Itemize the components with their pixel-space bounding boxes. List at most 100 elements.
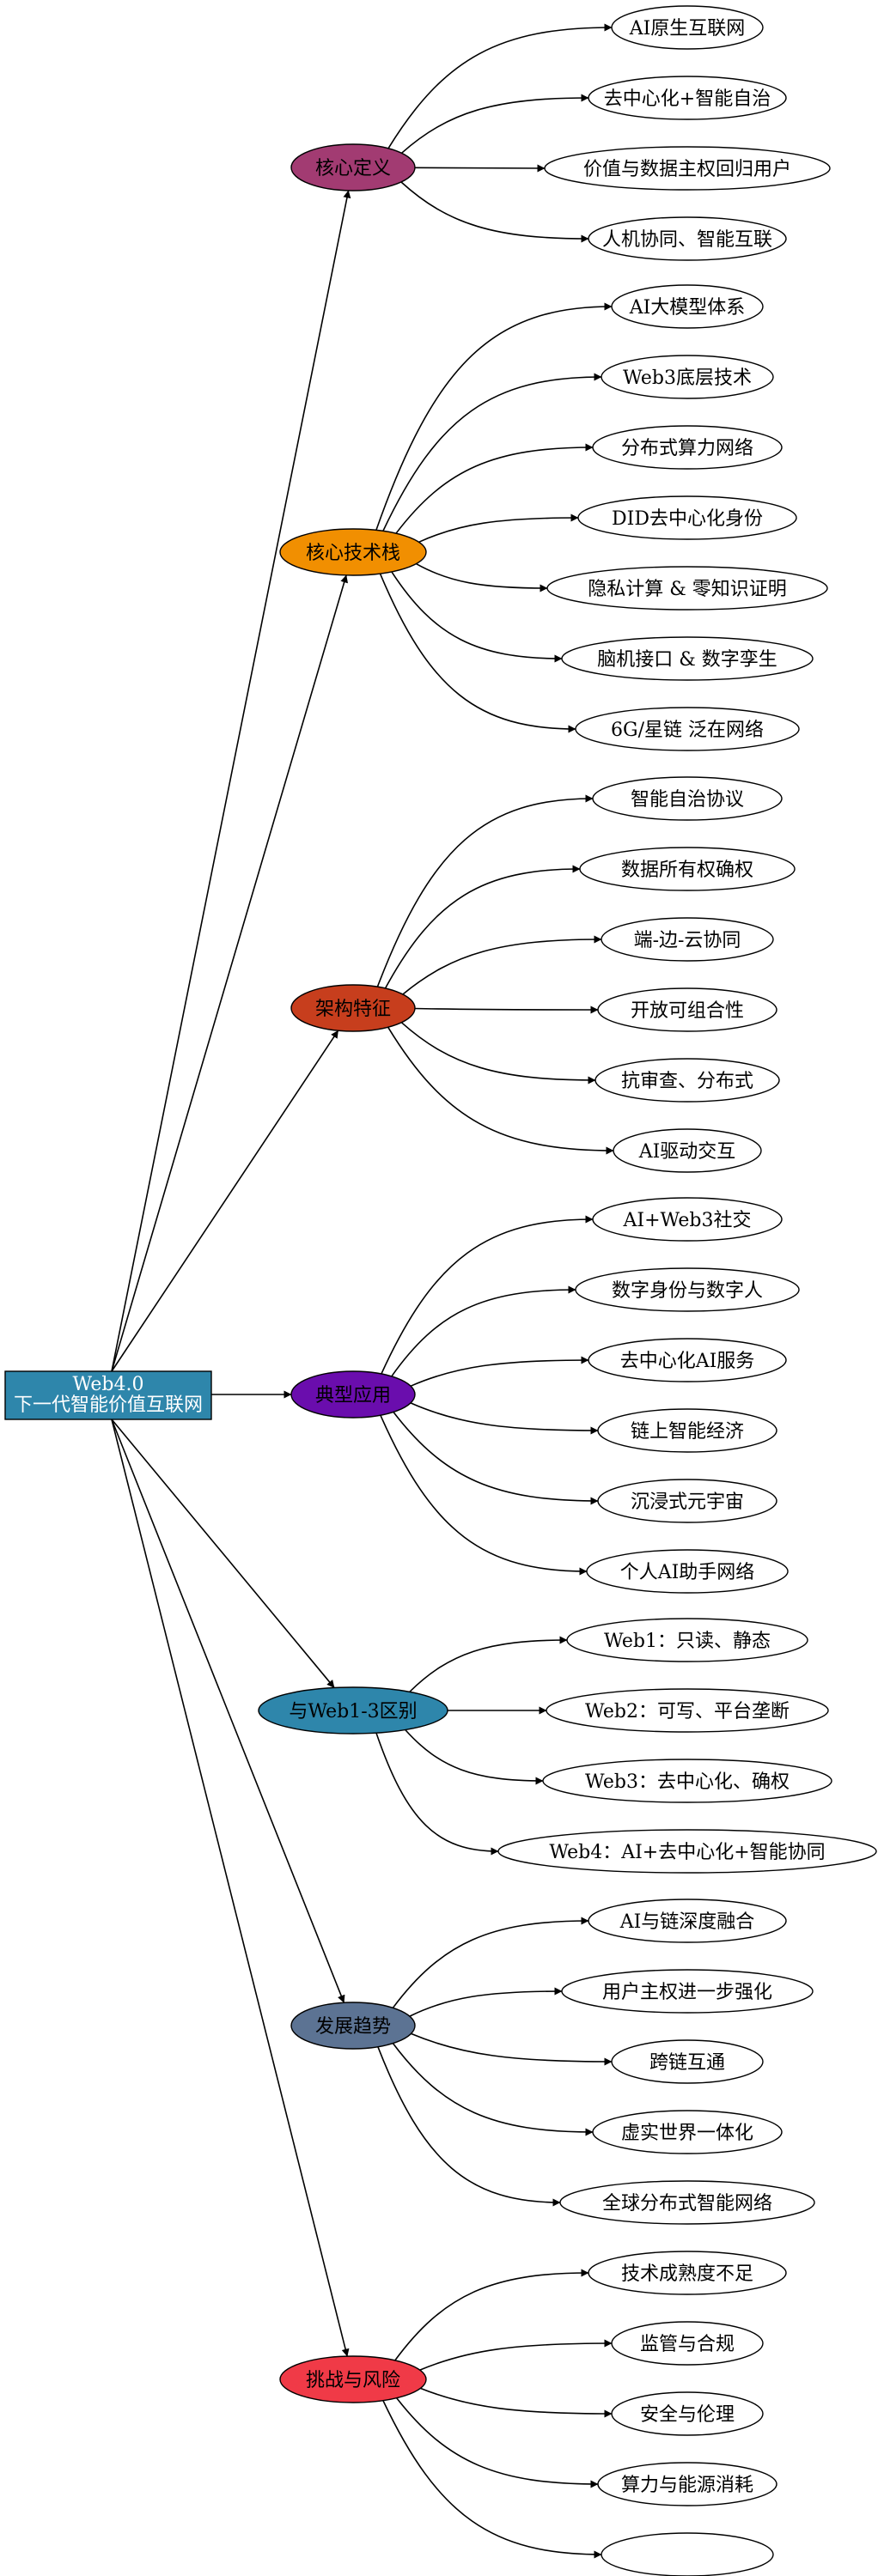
leaf-tech-stack-1[interactable]: Web3底层技术	[601, 355, 774, 399]
leaf-tech-stack-2[interactable]: 分布式算力网络	[592, 425, 783, 470]
leaf-applications-5[interactable]: 个人AI助手网络	[586, 1549, 789, 1594]
leaf-label: 脑机接口 & 数字孪生	[597, 649, 777, 671]
leaf-label: AI与链深度融合	[619, 1911, 755, 1933]
leaf-ellipse	[586, 1549, 789, 1594]
nodes-layer: 核心定义 AI原生互联网去中心化+智能自治价值与数据主权回归用户人机协同、智能互联…	[258, 5, 877, 2576]
leaf-risks-3[interactable]: 算力与能源消耗	[597, 2462, 777, 2506]
edge-architecture-4	[400, 1022, 596, 1084]
leaf-architecture-2[interactable]: 端-边-云协同	[601, 917, 774, 962]
leaf-trends-1[interactable]: 用户主权进一步强化	[561, 1969, 814, 2014]
leaf-label: AI原生互联网	[629, 18, 746, 39]
leaf-label: 用户主权进一步强化	[602, 1982, 772, 2003]
hub-risks[interactable]: 挑战与风险	[279, 2355, 427, 2403]
edge-architecture-5	[387, 1026, 614, 1155]
edge-core-definition-1	[400, 94, 589, 154]
hub-ellipse	[258, 1686, 448, 1735]
edges-layer	[111, 23, 614, 2559]
leaf-risks-1[interactable]: 监管与合规	[611, 2321, 764, 2366]
hub-applications[interactable]: 典型应用	[290, 1370, 416, 1419]
edge-architecture-1	[384, 865, 581, 989]
root-node[interactable]: Web4.0 下一代智能价值互联网	[4, 1370, 212, 1420]
leaf-tech-stack-3[interactable]: DID去中心化身份	[577, 495, 797, 540]
leaf-architecture-5[interactable]: AI驱动交互	[613, 1128, 762, 1173]
leaf-trends-2[interactable]: 跨链互通	[611, 2039, 764, 2084]
leaf-ellipse	[546, 566, 828, 611]
hub-architecture[interactable]: 架构特征	[290, 984, 416, 1032]
edge-root-risks	[111, 1419, 350, 2357]
leaf-tech-stack-0[interactable]: AI大模型体系	[611, 284, 764, 329]
leaf-architecture-1[interactable]: 数据所有权确权	[579, 847, 796, 891]
edge-applications-3	[410, 1402, 599, 1435]
leaf-label: 开放可组合性	[631, 1000, 744, 1022]
edge-tech-stack-4	[416, 562, 548, 592]
leaf-risks-2[interactable]: 安全与伦理	[611, 2391, 764, 2436]
leaf-label: 隐私计算 & 零知识证明	[588, 579, 787, 600]
edge-trends-4	[377, 2046, 561, 2207]
edge-trends-1	[409, 1987, 563, 2017]
hub-label: 与Web1-3区别	[289, 1701, 417, 1722]
leaf-ellipse	[588, 1899, 787, 1943]
leaf-tech-stack-5[interactable]: 脑机接口 & 数字孪生	[561, 636, 814, 681]
hub-label: 挑战与风险	[306, 2370, 400, 2391]
leaf-vs-web13-1[interactable]: Web2：可写、平台垄断	[546, 1688, 829, 1733]
edge-architecture-3	[414, 1005, 599, 1014]
leaf-label: 虚实世界一体化	[621, 2123, 753, 2144]
leaf-label: 个人AI助手网络	[620, 1562, 755, 1583]
leaf-ellipse	[592, 776, 783, 821]
leaf-vs-web13-3[interactable]: Web4：AI+去中心化+智能协同	[497, 1829, 877, 1874]
leaf-applications-3[interactable]: 链上智能经济	[597, 1408, 777, 1453]
hub-trends[interactable]: 发展趋势	[290, 2002, 416, 2050]
leaf-vs-web13-2[interactable]: Web3：去中心化、确权	[542, 1759, 832, 1803]
hub-ellipse	[290, 143, 416, 191]
hub-vs-web13[interactable]: 与Web1-3区别	[258, 1686, 448, 1735]
leaf-vs-web13-0[interactable]: Web1：只读、静态	[566, 1618, 808, 1662]
edge-architecture-0	[376, 794, 594, 987]
hub-tech-stack[interactable]: 核心技术栈	[279, 528, 427, 576]
leaf-ellipse	[611, 5, 764, 50]
leaf-label: 全球分布式智能网络	[602, 2193, 772, 2215]
leaf-core-definition-3[interactable]: 人机协同、智能互联	[588, 216, 787, 261]
edge-applications-2	[410, 1356, 589, 1387]
leaf-label: Web1：只读、静态	[604, 1631, 771, 1652]
leaf-applications-2[interactable]: 去中心化AI服务	[588, 1338, 787, 1382]
leaf-label: 端-边-云协同	[634, 930, 741, 951]
leaf-architecture-0[interactable]: 智能自治协议	[592, 776, 783, 821]
leaf-applications-1[interactable]: 数字身份与数字人	[575, 1267, 800, 1312]
edge-risks-2	[420, 2387, 613, 2418]
leaf-core-definition-0[interactable]: AI原生互联网	[611, 5, 764, 50]
leaf-tech-stack-4[interactable]: 隐私计算 & 零知识证明	[546, 566, 828, 611]
leaf-trends-3[interactable]: 虚实世界一体化	[592, 2110, 783, 2154]
leaf-architecture-4[interactable]: 抗审查、分布式	[594, 1058, 780, 1103]
edge-risks-1	[419, 2339, 613, 2371]
leaf-risks-4[interactable]	[601, 2532, 774, 2576]
leaf-tech-stack-6[interactable]: 6G/星链 泛在网络	[575, 707, 800, 751]
leaf-trends-0[interactable]: AI与链深度融合	[588, 1899, 787, 1943]
leaf-label: 去中心化AI服务	[620, 1351, 755, 1372]
leaf-core-definition-1[interactable]: 去中心化+智能自治	[588, 76, 787, 120]
leaf-ellipse	[588, 2251, 787, 2295]
root-box	[4, 1370, 212, 1420]
leaf-label: 技术成熟度不足	[621, 2263, 753, 2285]
leaf-architecture-3[interactable]: 开放可组合性	[597, 987, 777, 1032]
edge-vs-web13-0	[409, 1636, 568, 1692]
leaf-core-definition-2[interactable]: 价值与数据主权回归用户	[544, 146, 831, 191]
edge-vs-web13-3	[375, 1732, 499, 1856]
leaf-applications-0[interactable]: AI+Web3社交	[592, 1197, 783, 1242]
hub-ellipse	[279, 528, 427, 576]
leaf-label: AI大模型体系	[629, 297, 746, 319]
leaf-ellipse	[592, 1197, 783, 1242]
leaf-trends-4[interactable]: 全球分布式智能网络	[559, 2180, 815, 2225]
leaf-applications-4[interactable]: 沉浸式元宇宙	[597, 1479, 777, 1523]
leaf-risks-0[interactable]: 技术成熟度不足	[588, 2251, 787, 2295]
hub-core-definition[interactable]: 核心定义	[290, 143, 416, 191]
leaf-label: DID去中心化身份	[612, 508, 763, 530]
leaf-ellipse	[592, 2110, 783, 2154]
edge-tech-stack-0	[375, 302, 613, 531]
leaf-ellipse	[561, 1969, 814, 2014]
leaf-ellipse	[588, 1338, 787, 1382]
leaf-label: 数字身份与数字人	[612, 1280, 763, 1302]
edge-tech-stack-2	[395, 443, 594, 534]
leaf-label: 6G/星链 泛在网络	[611, 720, 764, 741]
edge-root-core-definition	[111, 190, 351, 1372]
